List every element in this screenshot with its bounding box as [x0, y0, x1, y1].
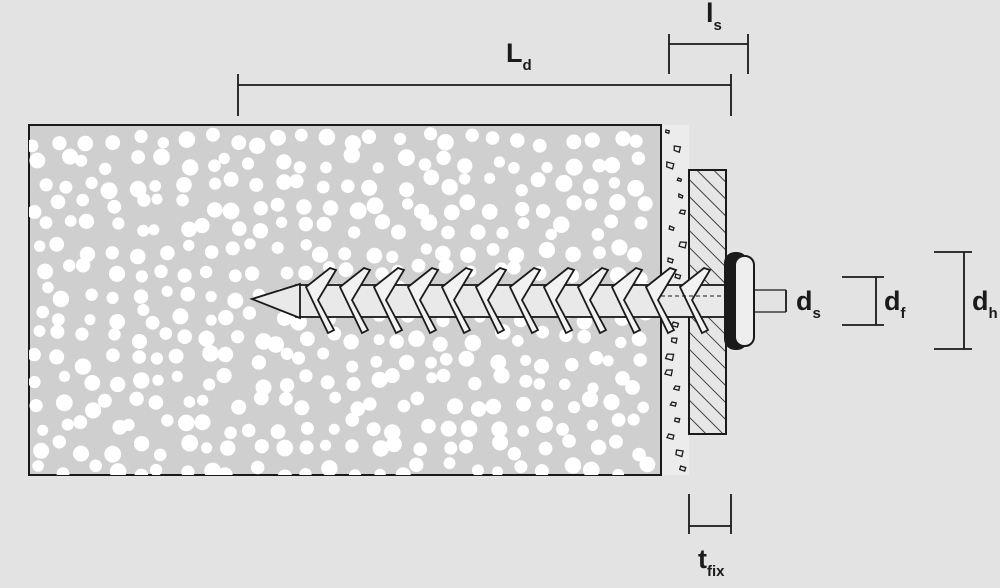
- label-ls-sub: s: [714, 17, 722, 34]
- svg-text:tfix: tfix: [698, 544, 725, 580]
- label-ds-main: d: [796, 286, 813, 316]
- label-dh-sub: h: [989, 305, 998, 322]
- dimension-tfix: [688, 494, 732, 534]
- screw-head-with-washer: [724, 252, 786, 350]
- aggregate-pebbles: [29, 127, 656, 475]
- label-Ld-sub: d: [523, 57, 532, 74]
- dimension-df: [842, 276, 884, 326]
- dimension-dh: [934, 251, 972, 350]
- label-ls-main: l: [706, 0, 714, 28]
- label-dh-main: d: [972, 286, 989, 316]
- concrete-screw: [249, 266, 727, 335]
- label-tfix-sub: fix: [707, 563, 725, 580]
- label-df-sub: f: [901, 305, 907, 322]
- svg-text:ds: ds: [796, 286, 821, 322]
- svg-text:Ld: Ld: [506, 38, 532, 74]
- label-tfix-main: t: [698, 544, 707, 574]
- svg-text:ls: ls: [706, 0, 722, 34]
- label-ds-sub: s: [813, 305, 821, 322]
- dimension-ls: [668, 34, 749, 74]
- label-Ld-main: L: [506, 38, 523, 68]
- label-df-main: d: [884, 286, 901, 316]
- svg-text:df: df: [884, 286, 907, 322]
- svg-text:dh: dh: [972, 286, 998, 322]
- dimension-Ld: [237, 74, 732, 116]
